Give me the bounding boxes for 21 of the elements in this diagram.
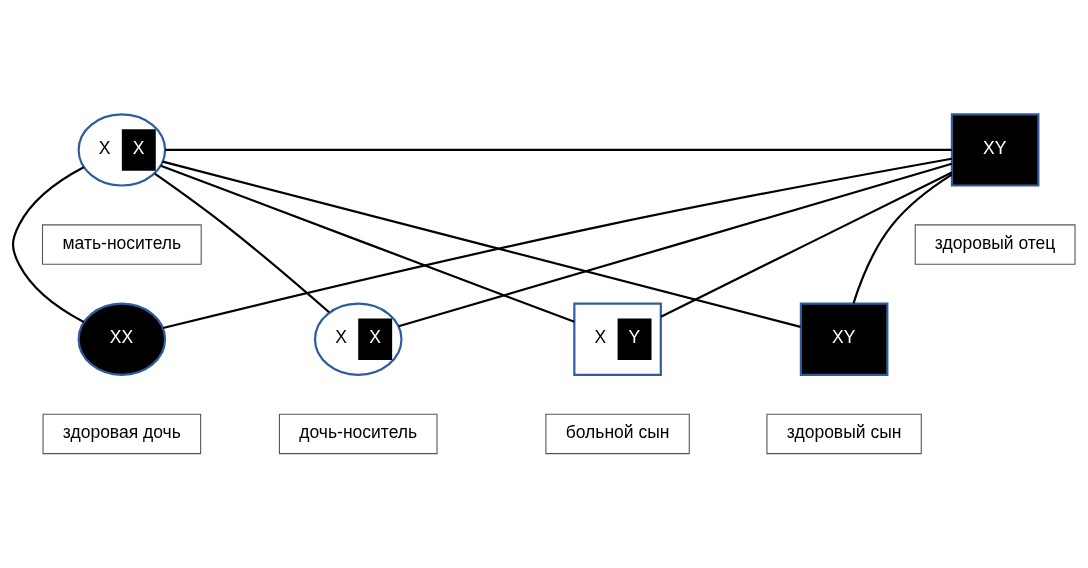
node-box: мать-носитель [41,224,202,265]
connector [154,172,330,314]
node-box: XY [799,302,889,376]
node-box: здоровый отец [914,224,1076,265]
node-ellipse: X X [313,302,403,376]
node-box: здоровый сын [766,413,922,455]
connector [11,166,85,323]
node-box: X Y [573,302,662,376]
node-ellipse: XX [77,302,167,376]
connector [852,173,953,304]
node-ellipse: X X [77,113,167,187]
node-box: больной сын [545,413,690,455]
node-box: здоровая дочь [42,413,202,455]
node-box: дочь-носитель [278,413,438,455]
connector [165,148,952,152]
connector [660,171,953,318]
connector [162,160,801,328]
connector [398,162,953,328]
node-box: XY [950,113,1040,187]
connector [162,157,952,330]
connector [160,164,575,323]
